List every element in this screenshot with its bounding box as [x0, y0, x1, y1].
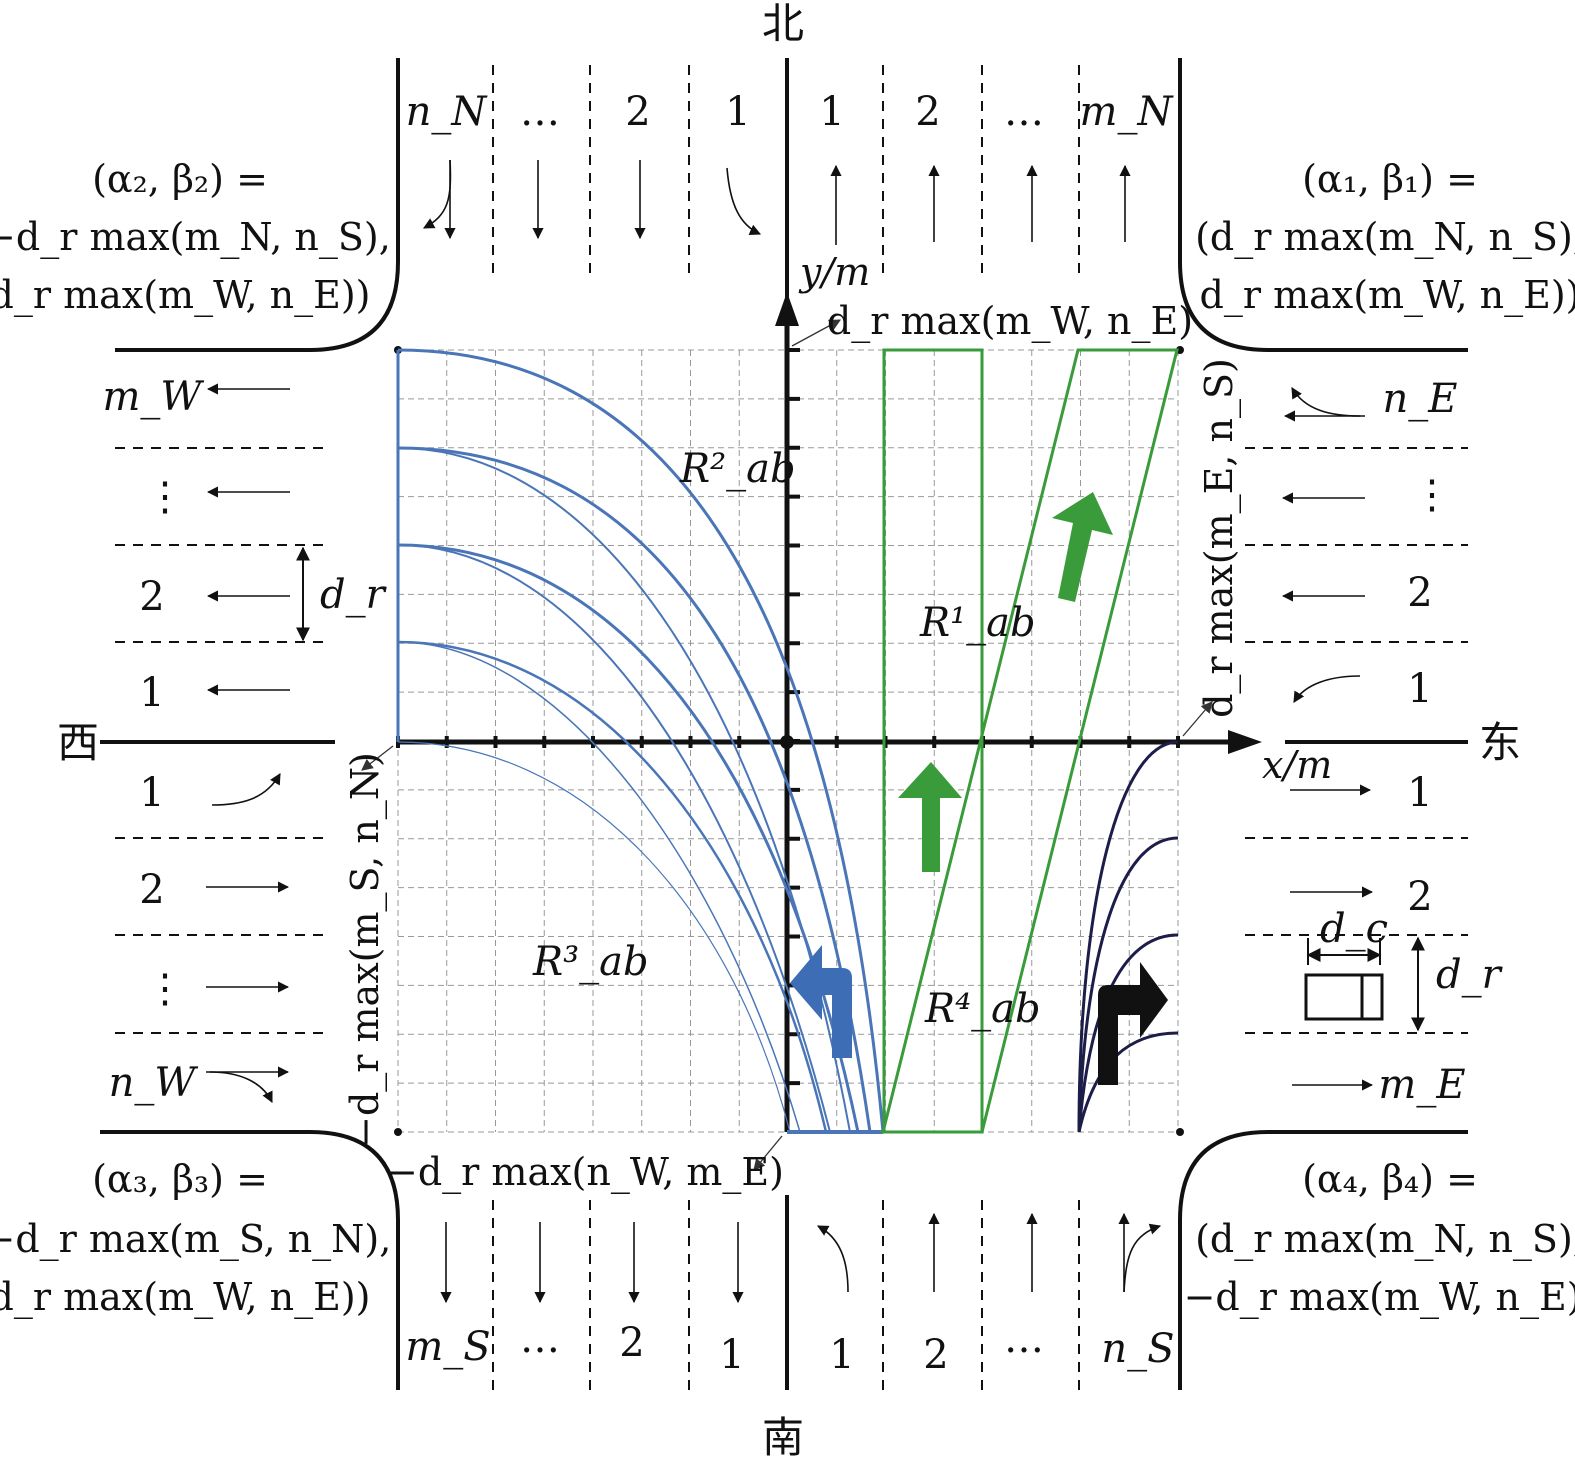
region-r3-label: R³_ab — [532, 939, 649, 985]
x-axis-label: x/m — [1262, 743, 1332, 787]
west-lane-labels: m_W ⋮ 2 1 1 2 ⋮ n_W — [102, 374, 204, 1106]
top-dimension-label: d_r max(m_W, n_E) — [827, 299, 1193, 344]
car-length-label: d_c — [1320, 906, 1388, 952]
lane-label: m_E — [1378, 1062, 1465, 1108]
lane-label: n_E — [1383, 376, 1458, 422]
formula-line: (−d_r max(m_N, n_S), — [0, 215, 391, 260]
south-lane-labels: m_S … 2 1 1 2 … n_S — [405, 1316, 1174, 1378]
lane-label: ⋮ — [145, 966, 185, 1012]
dimension-markers — [296, 546, 1425, 1032]
corner-formula-2: (α₂, β₂) = (−d_r max(m_N, n_S), d_r max(… — [0, 157, 391, 318]
north-lane-labels: n_N … 2 1 1 2 … m_N — [406, 89, 1175, 135]
straight-regions — [881, 348, 1179, 1134]
straight-arrow-icon — [898, 762, 962, 872]
compass-west: 西 — [57, 718, 99, 767]
lane-label: 2 — [139, 574, 164, 620]
formula-line: d_r max(m_W, n_E)) — [0, 1275, 370, 1320]
formula-line: (d_r max(m_N, n_S), — [1195, 215, 1575, 260]
region-r4-label: R⁴_ab — [924, 986, 1041, 1032]
formula-line: (−d_r max(m_S, n_N), — [0, 1217, 391, 1262]
region-r2-label: R²_ab — [679, 446, 796, 492]
lane-label: m_N — [1080, 89, 1175, 135]
road-edges — [100, 58, 1468, 1390]
lane-label: 1 — [719, 1332, 744, 1378]
east-lane-labels: n_E ⋮ 2 1 1 2 m_E — [1378, 376, 1465, 1108]
lane-label: 1 — [1407, 666, 1432, 712]
lane-label: n_N — [406, 89, 489, 135]
compass-south: 南 — [762, 1413, 804, 1462]
lane-label: n_W — [109, 1060, 199, 1106]
lane-label: 2 — [625, 89, 650, 135]
lane-label: ⋮ — [145, 474, 185, 520]
lane-label: … — [1004, 1316, 1044, 1362]
corner-pointer-arrows — [361, 319, 1213, 1171]
lane-width-label-east: d_r — [1436, 952, 1504, 998]
lane-label: n_S — [1101, 1326, 1174, 1372]
corner-formula-3: (α₃, β₃) = (−d_r max(m_S, n_N), d_r max(… — [0, 1157, 391, 1320]
corner-formula-4: (α₄, β₄) = (d_r max(m_N, n_S), −d_r max(… — [1184, 1157, 1575, 1320]
formula-line: d_r max(m_W, n_E)) — [0, 273, 370, 318]
lane-dividers — [115, 65, 1468, 1392]
lane-label: 2 — [1407, 570, 1432, 616]
corner-formula-1: (α₁, β₁) = (d_r max(m_N, n_S), d_r max(m… — [1195, 157, 1575, 318]
lane-label: … — [1004, 89, 1044, 135]
lane-label: 1 — [1407, 770, 1432, 816]
lane-label: 2 — [923, 1332, 948, 1378]
formula-line: (α₄, β₄) = — [1302, 1157, 1478, 1201]
bottom-dimension-label: −d_r max(n_W, m_E) — [386, 1150, 784, 1195]
left-dimension-label: −d_r max(m_S, n_N) — [343, 752, 388, 1148]
compass-east: 东 — [1479, 718, 1521, 767]
region-r1-label: R¹_ab — [919, 600, 1036, 646]
formula-line: (α₂, β₂) = — [92, 157, 268, 201]
y-axis-arrow-icon — [775, 292, 799, 326]
formula-line: (α₃, β₃) = — [92, 1157, 268, 1201]
lane-label: m_W — [102, 374, 204, 420]
lane-label: 2 — [619, 1320, 644, 1366]
formula-line: (d_r max(m_N, n_S), — [1195, 1217, 1575, 1262]
formula-line: −d_r max(m_W, n_E)) — [1184, 1275, 1575, 1320]
lane-label: 1 — [829, 1332, 854, 1378]
lane-label: 1 — [819, 89, 844, 135]
lane-label: ⋮ — [1412, 472, 1452, 518]
compass-north: 北 — [762, 0, 804, 48]
lane-label: m_S — [405, 1324, 490, 1370]
lane-label: 2 — [1407, 874, 1432, 920]
formula-line: d_r max(m_W, n_E)) — [1200, 273, 1575, 318]
lane-label: … — [520, 89, 560, 135]
lane-label: 1 — [139, 770, 164, 816]
straight-arrow-diagonal-icon — [1052, 492, 1113, 602]
lane-label: 2 — [139, 867, 164, 913]
lane-label: … — [520, 1316, 560, 1362]
formula-line: (α₁, β₁) = — [1302, 157, 1478, 201]
left-turn-arrow-icon — [790, 945, 852, 1058]
lane-arrows — [206, 159, 1374, 1304]
y-axis-label: y/m — [798, 250, 870, 294]
lane-width-label: d_r — [320, 572, 388, 618]
lane-label: 1 — [139, 670, 164, 716]
right-dimension-label: d_r max(m_E, n_S) — [1197, 358, 1242, 718]
lane-label: 2 — [915, 89, 940, 135]
lane-label: 1 — [725, 89, 750, 135]
x-axis-arrow-icon — [1228, 730, 1262, 754]
right-turn-arrow-icon — [1098, 962, 1168, 1085]
